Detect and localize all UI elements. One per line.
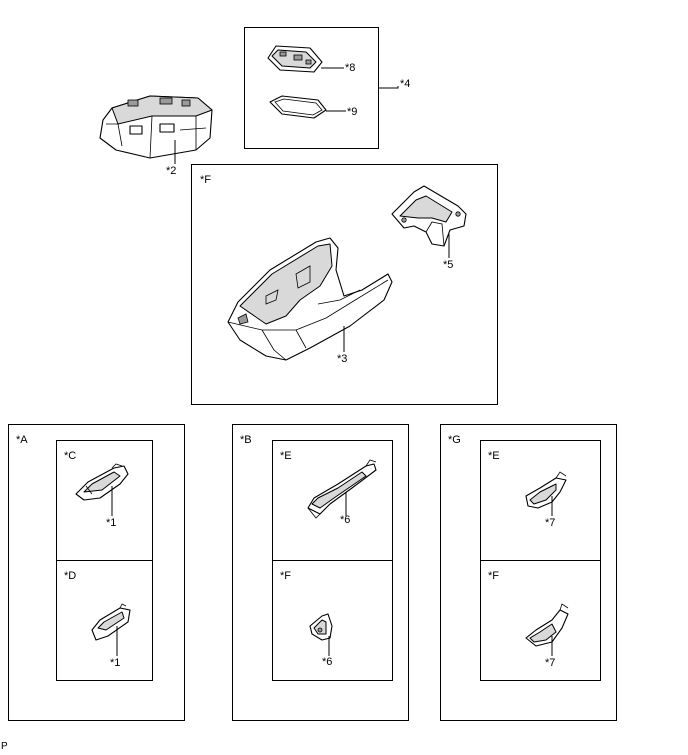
overhead-console-part-2 (99, 95, 213, 159)
group-box-B (232, 424, 409, 721)
callout-label-7-F: *7 (545, 657, 556, 669)
duct-part-6-F (309, 613, 333, 641)
cover-box-F (191, 164, 498, 405)
group-box-G (440, 424, 617, 721)
duct-part-1-D (91, 603, 131, 641)
box-label-G: *G (448, 434, 461, 446)
callout-label-6-E: *6 (340, 514, 351, 526)
group-box-A (8, 424, 185, 721)
box-label-C: *C (64, 450, 77, 462)
callout-label-1-D: *1 (110, 657, 121, 669)
leader-line-4 (379, 86, 399, 89)
kit-box-4 (244, 27, 379, 149)
box-label-F-B: *F (280, 570, 291, 582)
subbox-G-F (480, 560, 601, 681)
duct-part-7-E (525, 471, 567, 509)
box-label-E-G: *E (488, 450, 500, 462)
duct-part-7-F (525, 603, 569, 647)
figure-code: P (1, 741, 8, 752)
box-label-D: *D (64, 570, 77, 582)
duct-part-6-E (307, 459, 377, 519)
callout-label-1-C: *1 (106, 517, 117, 529)
callout-label-2: *2 (166, 165, 177, 177)
callout-label-4: *4 (400, 78, 411, 90)
callout-label-5: *5 (443, 259, 454, 271)
callout-label-7-E: *7 (545, 517, 556, 529)
gasket-part-9 (269, 95, 327, 119)
callout-label-3: *3 (337, 353, 348, 365)
box-label-F-top: *F (200, 174, 211, 186)
box-label-F-G: *F (488, 570, 499, 582)
callout-label-8: *8 (345, 62, 356, 74)
subbox-B-F (272, 560, 393, 681)
subbox-A-D (56, 560, 153, 681)
lamp-part-8 (267, 45, 323, 73)
box-label-A: *A (16, 434, 28, 446)
bracket-part-5 (391, 185, 467, 247)
box-label-B: *B (240, 434, 252, 446)
box-label-E-B: *E (280, 450, 292, 462)
cover-part-3 (227, 237, 393, 361)
callout-label-6-F: *6 (322, 656, 333, 668)
duct-part-1-C (75, 463, 129, 501)
callout-label-9: *9 (347, 106, 358, 118)
